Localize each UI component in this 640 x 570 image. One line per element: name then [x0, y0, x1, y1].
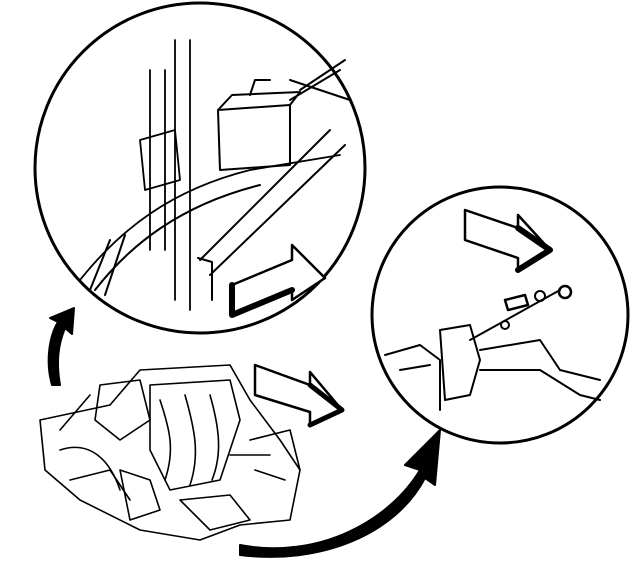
curved-arrow-bottom: [239, 429, 441, 558]
block-arrow: [463, 208, 553, 273]
detail-circle-large: [33, 1, 367, 335]
detail-circle-small: [370, 185, 630, 445]
block-arrow: [253, 363, 345, 428]
curved-arrow-left: [47, 307, 75, 386]
engine-bay-drawing: [39, 364, 301, 541]
block-arrow: [229, 243, 327, 318]
